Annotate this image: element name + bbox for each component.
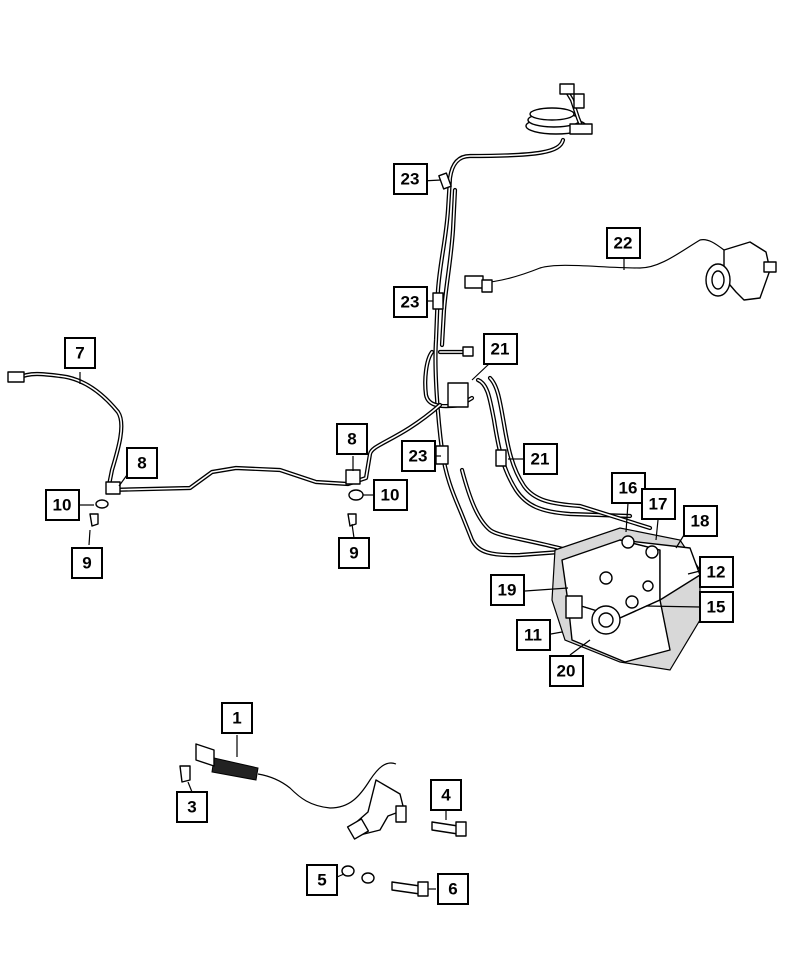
callout-label: 15 [707,598,726,617]
callout-23-lower: 23 [401,440,436,472]
callout-label: 16 [619,479,638,498]
callout-12: 12 [699,556,734,588]
callout-label: 8 [137,454,146,473]
callout-8-right: 8 [336,423,368,455]
callout-1: 1 [221,702,253,734]
callout-label: 5 [317,871,326,890]
callout-23-middle: 23 [393,286,428,318]
callout-label: 12 [707,563,726,582]
callout-label: 18 [691,512,710,531]
sensor-22-body [705,241,777,301]
callout-label: 4 [441,786,451,805]
callout-16: 16 [611,472,646,504]
callout-10-right: 10 [373,479,408,511]
callout-label: 7 [75,344,84,363]
callout-label: 6 [448,880,457,899]
callout-label: 10 [381,486,400,505]
callout-9-left: 9 [71,547,103,579]
callout-17: 17 [641,488,676,520]
callout-label: 10 [53,496,72,515]
callout-7: 7 [64,337,96,369]
callout-label: 9 [349,544,358,563]
callout-label: 23 [409,447,428,466]
callout-9-right: 9 [338,537,370,569]
callout-label: 21 [491,340,510,359]
abs-unit-drawing [551,527,701,671]
callout-4: 4 [430,779,462,811]
callout-label: 9 [82,554,91,573]
sensor-1-drawing [179,743,407,840]
brake-lines-drawing [7,83,777,897]
callout-6: 6 [437,873,469,905]
callout-label: 22 [614,234,633,253]
callout-23-top: 23 [393,163,428,195]
callout-label: 19 [498,581,517,600]
callout-5: 5 [306,864,338,896]
callout-21-lower: 21 [523,443,558,475]
callout-label: 8 [347,430,356,449]
callout-22: 22 [606,227,641,259]
callout-label: 17 [649,495,668,514]
callout-15: 15 [699,591,734,623]
callout-20: 20 [549,655,584,687]
callout-19: 19 [490,574,525,606]
callout-label: 23 [401,170,420,189]
callout-21-upper: 21 [483,333,518,365]
callout-label: 23 [401,293,420,312]
callout-10-left: 10 [45,489,80,521]
callout-8-left: 8 [126,447,158,479]
callout-18: 18 [683,505,718,537]
callout-label: 20 [557,662,576,681]
callout-label: 1 [232,709,241,728]
callout-11: 11 [516,619,551,651]
callout-label: 3 [187,798,196,817]
callout-label: 21 [531,450,550,469]
callout-3: 3 [176,791,208,823]
callout-label: 11 [524,626,542,645]
